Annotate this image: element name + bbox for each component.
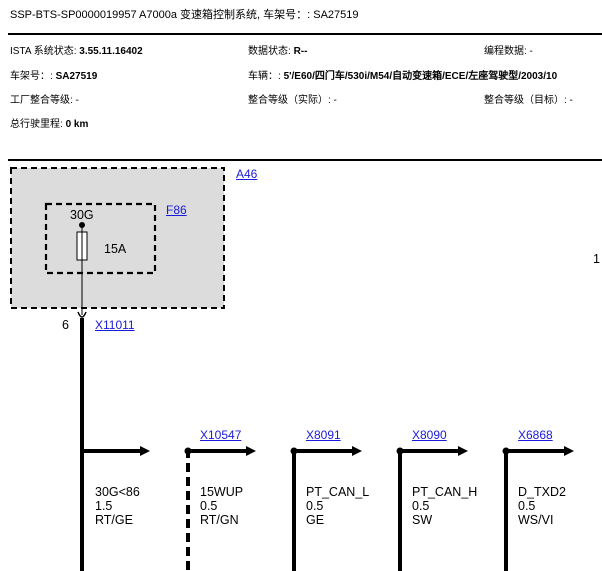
wire-signal: 15WUP xyxy=(200,485,244,499)
pin-number: 6 xyxy=(62,318,69,332)
wire-signal: PT_CAN_H xyxy=(412,485,478,499)
connector-link-x8091[interactable]: X8091 xyxy=(306,428,341,442)
data-status-label: 数据状态: xyxy=(248,46,291,57)
connector-pin-symbol xyxy=(77,311,87,318)
target-level: 整合等级（目标）: - xyxy=(484,95,573,106)
factory-level: 工厂整合等级: - xyxy=(10,95,79,106)
data-status-value: R-- xyxy=(293,46,308,57)
wire-label-2: 15WUP 0.5 RT/GN xyxy=(200,485,243,527)
mileage: 总行驶里程: 0 km xyxy=(10,115,88,130)
mileage-label: 总行驶里程: xyxy=(10,119,63,130)
wire-color: WS/VI xyxy=(518,513,554,527)
ista-status: ISTA 系统状态: 3.55.11.16402 xyxy=(10,42,143,57)
header-divider xyxy=(8,33,602,35)
connector-link-x10547[interactable]: X10547 xyxy=(200,428,242,442)
vehicle-value: 5'/E60/四门车/530i/M54/自动变速箱/ECE/左座驾驶型/2003… xyxy=(283,71,558,82)
wire-signal: D_TXD2 xyxy=(518,485,566,499)
fuse-box xyxy=(44,202,157,275)
ista-status-label: ISTA 系统状态: xyxy=(10,46,77,57)
wire-label-4: PT_CAN_H 0.5 SW xyxy=(412,485,477,527)
connector-link-x6868[interactable]: X6868 xyxy=(518,428,553,442)
wire-size: 0.5 xyxy=(518,499,536,513)
wire-label-5: D_TXD2 0.5 WS/VI xyxy=(518,485,566,527)
document-title: SSP-BTS-SP0000019957 A7000a 变速箱控制系统, 车架号… xyxy=(10,9,359,21)
wire-color: SW xyxy=(412,513,433,527)
ista-status-value: 3.55.11.16402 xyxy=(79,46,143,57)
wire-signal: 30G<86 xyxy=(95,485,140,499)
page-reference: 1 xyxy=(593,252,600,266)
wire-signal: PT_CAN_L xyxy=(306,485,370,499)
fuse-terminal-dot xyxy=(79,222,85,228)
mileage-value: 0 km xyxy=(65,119,89,130)
vehicle-label: 车辆：: xyxy=(248,71,281,82)
wire-size: 0.5 xyxy=(200,499,218,513)
wire-color: RT/GE xyxy=(95,513,133,527)
wire-label-1: 30G<86 1.5 RT/GE xyxy=(95,485,140,527)
fuse-link-f86[interactable]: F86 xyxy=(166,203,187,217)
module-link-a46[interactable]: A46 xyxy=(236,167,258,181)
wire-size: 0.5 xyxy=(412,499,430,513)
wire-size: 0.5 xyxy=(306,499,324,513)
wire-size: 1.5 xyxy=(95,499,113,513)
actual-level: 整合等级（实际）: - xyxy=(248,95,337,106)
chassis-value: SA27519 xyxy=(55,71,98,82)
diagram-divider xyxy=(8,159,602,161)
fuse-terminal-label: 30G xyxy=(70,208,94,222)
coding-data: 编程数据: - xyxy=(484,46,533,57)
chassis-label: 车架号：: xyxy=(10,71,53,82)
data-status: 数据状态: R-- xyxy=(248,42,307,57)
fuse-rating-label: 15A xyxy=(104,242,127,256)
chassis-number: 车架号：: SA27519 xyxy=(10,67,97,82)
vehicle: 车辆：: 5'/E60/四门车/530i/M54/自动变速箱/ECE/左座驾驶型… xyxy=(248,67,557,82)
wire-label-3: PT_CAN_L 0.5 GE xyxy=(306,485,369,527)
connector-link-x11011[interactable]: X11011 xyxy=(95,318,135,332)
wire-color: RT/GN xyxy=(200,513,239,527)
wire-color: GE xyxy=(306,513,325,527)
connector-link-x8090[interactable]: X8090 xyxy=(412,428,447,442)
